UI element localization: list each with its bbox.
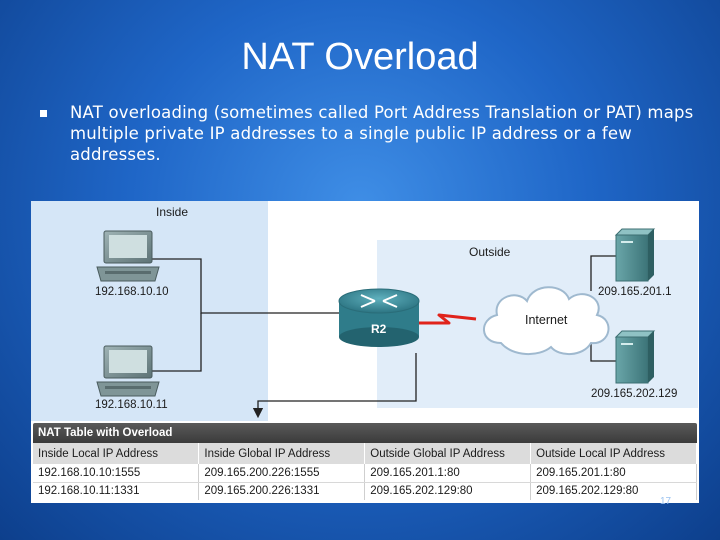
serial-link — [419, 313, 477, 325]
column-header: Outside Global IP Address — [364, 443, 532, 464]
table-cell: 209.165.200.226:1331 — [198, 482, 366, 500]
server1-link — [590, 255, 616, 291]
server-icon-1 — [614, 228, 656, 282]
table-cell: 209.165.201.1:80 — [530, 464, 697, 483]
internet-cloud-icon — [483, 286, 610, 355]
square-bullet-icon — [40, 110, 47, 117]
table-row: 192.168.10.10:1555 209.165.200.226:1555 … — [33, 464, 697, 483]
table-cell: 192.168.10.11:1331 — [33, 482, 200, 500]
table-row: 192.168.10.11:1331 209.165.200.226:1331 … — [33, 482, 697, 500]
table-cell: 192.168.10.10:1555 — [33, 464, 200, 483]
pc-icon-1 — [96, 230, 160, 282]
router-icon — [338, 288, 420, 347]
server-1-ip: 209.165.201.1 — [598, 286, 672, 298]
table-cell: 209.165.202.129:80 — [364, 482, 532, 500]
router-label: R2 — [371, 322, 387, 336]
bullet-text: NAT overloading (sometimes called Port A… — [70, 103, 694, 164]
slide-title: NAT Overload — [241, 36, 479, 78]
column-header: Outside Local IP Address — [530, 443, 697, 464]
nat-table: Inside Local IP Address Inside Global IP… — [33, 443, 697, 500]
column-header: Inside Global IP Address — [198, 443, 366, 464]
network-diagram — [31, 201, 699, 421]
inside-zone-label: Inside — [156, 205, 189, 219]
return-arrow — [252, 353, 417, 419]
nat-table-header-row: Inside Local IP Address Inside Global IP… — [33, 443, 697, 464]
server-icon-2 — [614, 330, 656, 384]
server-2-ip: 209.165.202.129 — [591, 388, 678, 400]
host1-link — [151, 258, 202, 291]
host2-link — [151, 313, 202, 372]
outside-zone-label: Outside — [469, 245, 511, 259]
internet-label: Internet — [525, 313, 568, 327]
host-2-ip: 192.168.10.11 — [95, 399, 168, 411]
slide-number: 17 — [660, 496, 672, 507]
table-cell: 209.165.201.1:80 — [364, 464, 532, 483]
table-cell: 209.165.202.129:80 — [530, 482, 697, 500]
table-cell: 209.165.200.226:1555 — [198, 464, 366, 483]
nat-table-panel: NAT Table with Overload Inside Local IP … — [33, 423, 697, 503]
column-header: Inside Local IP Address — [33, 443, 200, 464]
nat-table-title: NAT Table with Overload — [33, 423, 697, 443]
pc-icon-2 — [96, 345, 160, 397]
nat-diagram-figure: Inside Outside 192.168.10.10 192.168.10.… — [31, 201, 699, 503]
host-1-ip: 192.168.10.10 — [95, 286, 169, 298]
